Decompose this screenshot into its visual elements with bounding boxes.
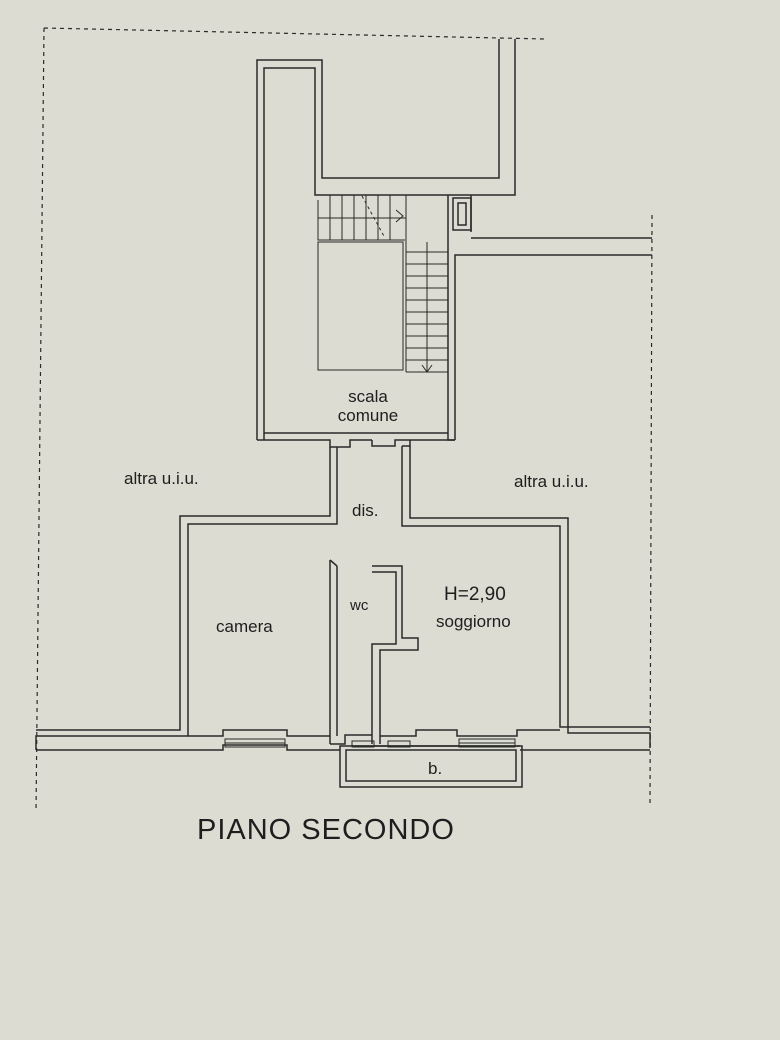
label-other-unit-right: altra u.i.u. <box>514 472 589 491</box>
staircase-walls <box>256 39 652 448</box>
plan-title: PIANO SECONDO <box>197 814 455 846</box>
label-camera: camera <box>216 617 273 636</box>
label-wc: wc <box>350 597 369 614</box>
label-scala: scala comune <box>318 388 418 424</box>
interior-walls <box>329 559 419 745</box>
label-ceiling-height: H=2,90 <box>444 584 506 605</box>
balcony <box>339 745 523 788</box>
label-balcony: b. <box>428 759 443 778</box>
label-other-unit-left: altra u.i.u. <box>124 469 199 488</box>
stair-flights <box>317 195 448 373</box>
facade-wall <box>36 729 650 751</box>
label-scala-line2: comune <box>337 406 399 425</box>
property-boundary <box>35 27 653 813</box>
corridor-walls <box>35 446 651 750</box>
window-frames <box>224 738 516 748</box>
label-soggiorno: soggiorno <box>436 612 511 631</box>
label-disimpegno: dis. <box>352 501 379 520</box>
label-scala-line1: scala <box>348 387 388 406</box>
